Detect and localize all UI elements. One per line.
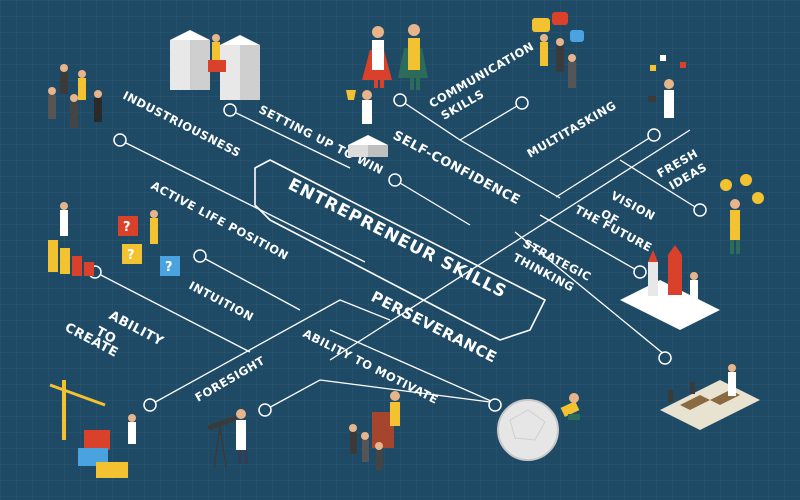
- title-frame-shape: [254, 159, 546, 341]
- industriousness-line: [119, 139, 366, 263]
- foresight-line: [149, 299, 391, 406]
- node-perseverance: [488, 398, 502, 412]
- multitasking-person-icon: [648, 55, 686, 118]
- strategic-line: [539, 214, 641, 273]
- fresh-ideas-line: [619, 159, 701, 211]
- node-active-life: [193, 249, 207, 263]
- communication-line: [459, 102, 523, 141]
- bar-chart-person-icon: [48, 202, 94, 276]
- chess-board-icon: [660, 364, 760, 430]
- node-chess: [658, 351, 672, 365]
- podium-speaker-icon: [349, 391, 400, 470]
- speech-bubbles-people-icon: [532, 12, 584, 88]
- svg-text:?: ?: [123, 220, 131, 235]
- crane-building-icon: [49, 380, 136, 478]
- node-foresight: [143, 398, 157, 412]
- perseverance-line: [329, 329, 501, 406]
- node-multitasking: [515, 96, 529, 110]
- node-setting-up: [223, 103, 237, 117]
- strategic-node-line: [514, 231, 666, 356]
- multitasking-line: [555, 134, 655, 198]
- superheroes-icon: [362, 24, 428, 90]
- node-communication: [393, 93, 407, 107]
- setting-up-line: [229, 109, 351, 169]
- rocket-castle-icon: [620, 245, 720, 330]
- svg-text:?: ?: [165, 260, 173, 275]
- boulder-push-icon: [497, 393, 580, 461]
- spine-ne-line: [329, 129, 691, 361]
- telescope-person-icon: [207, 409, 248, 469]
- intuition-line: [199, 255, 301, 311]
- connector-lines: [94, 99, 701, 411]
- self-confidence-node-line: [394, 179, 471, 226]
- svg-text:?: ?: [127, 248, 135, 263]
- trophy-podium-icon: [346, 90, 388, 157]
- connector-nodes: [88, 93, 707, 417]
- node-strategic: [633, 265, 647, 279]
- node-motivate: [258, 403, 272, 417]
- node-self-confidence: [388, 173, 402, 187]
- lightbulbs-person-icon: [720, 174, 764, 254]
- node-fresh-ideas: [647, 128, 661, 142]
- motivate-line: [264, 379, 491, 411]
- ability-create-line: [94, 271, 251, 353]
- question-cubes-icon: ? ? ?: [118, 210, 180, 276]
- node-vision: [693, 203, 707, 217]
- node-industriousness: [113, 133, 127, 147]
- standing-people-icon: [48, 64, 102, 128]
- office-papers-icon: [170, 30, 260, 100]
